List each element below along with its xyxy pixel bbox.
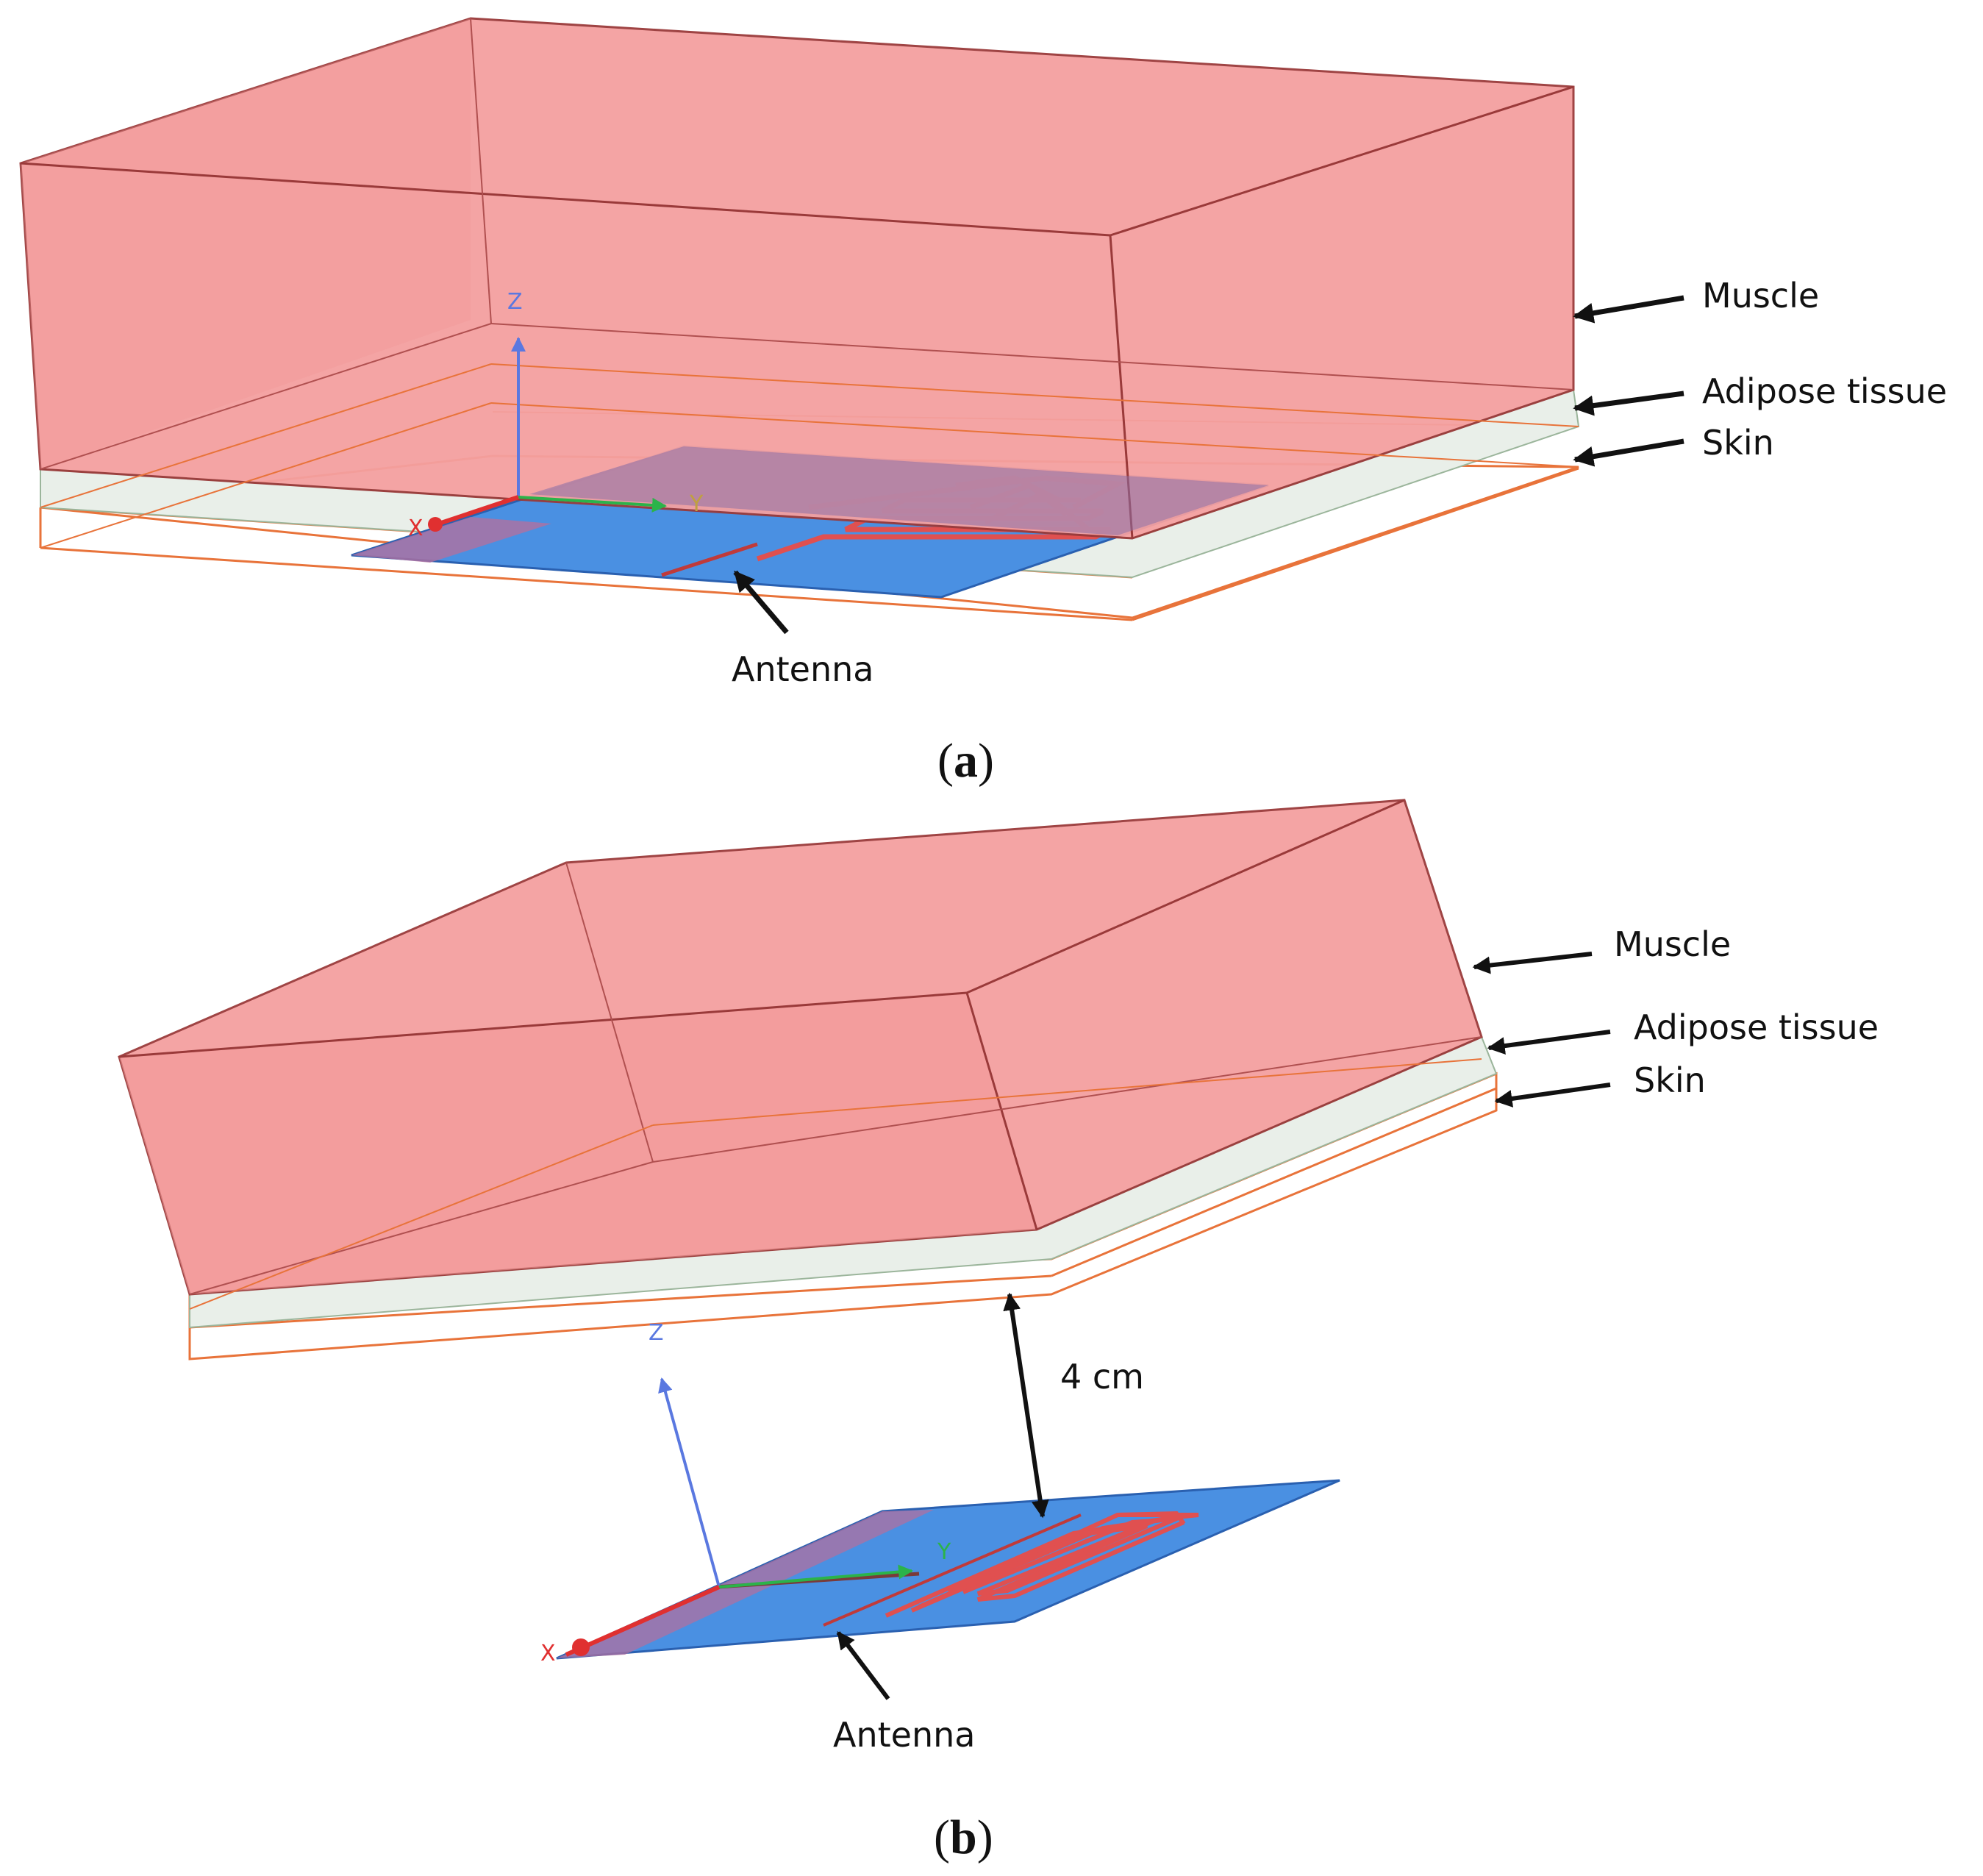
distance-label-b: 4 cm xyxy=(1060,1357,1144,1397)
antenna-label-b: Antenna xyxy=(833,1715,975,1755)
axis-y-label-b: Y xyxy=(937,1539,951,1565)
panel-a: Z Y X Muscle Adipose tissue Skin Antenna… xyxy=(19,17,1947,788)
callouts-b: Muscle Adipose tissue Skin Antenna 4 cm xyxy=(833,924,1879,1755)
axis-triad-a: Z Y X xyxy=(408,289,704,541)
axis-x-label-a: X xyxy=(408,516,424,541)
axis-y-label-a: Y xyxy=(689,491,704,517)
callouts-a: Muscle Adipose tissue Skin Antenna xyxy=(732,276,1947,689)
muscle-label-a: Muscle xyxy=(1702,276,1819,315)
axis-z-label-b: Z xyxy=(649,1320,664,1346)
muscle-block-b xyxy=(118,799,1483,1310)
skin-label-b: Skin xyxy=(1634,1060,1706,1100)
caption-a: (a) xyxy=(937,734,994,788)
muscle-block-a xyxy=(19,17,1579,549)
meander-line-b xyxy=(885,1511,1199,1618)
axis-triad-b: Z Y X xyxy=(540,1320,951,1666)
caption-b: (b) xyxy=(934,1811,993,1864)
axis-z-label-a: Z xyxy=(507,289,523,315)
antenna-label-a: Antenna xyxy=(732,649,873,689)
muscle-label-b: Muscle xyxy=(1614,924,1731,964)
antenna-b xyxy=(556,1479,1340,1660)
axis-x-label-b: X xyxy=(540,1641,556,1666)
skin-label-a: Skin xyxy=(1702,423,1774,463)
adipose-label-b: Adipose tissue xyxy=(1634,1007,1879,1047)
adipose-label-a: Adipose tissue xyxy=(1702,371,1947,411)
panel-b: Z Y X Muscle Adipose tissue Skin Antenna… xyxy=(118,799,1879,1864)
